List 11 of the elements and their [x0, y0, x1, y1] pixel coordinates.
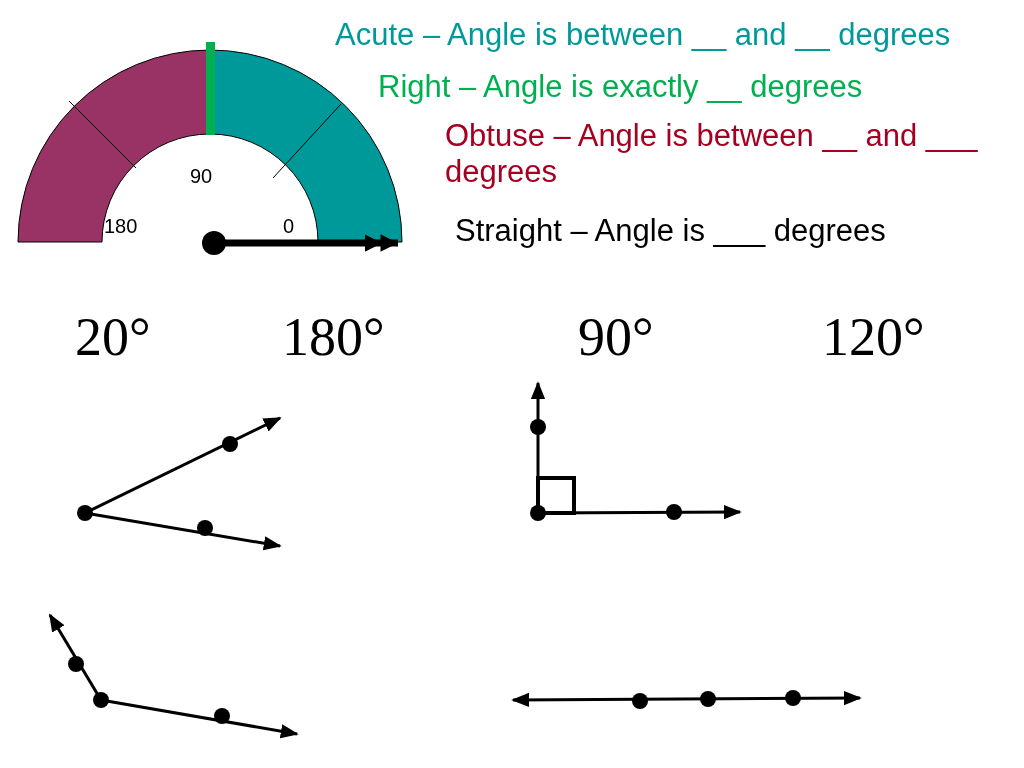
- definition-text: Straight – Angle is ___ degrees: [455, 213, 886, 249]
- definition-text: Acute – Angle is between __ and __ degrees: [335, 17, 951, 53]
- definition-text: Obtuse – Angle is between __ and ___ degrees: [445, 118, 979, 190]
- scale-number: 90: [190, 165, 213, 188]
- angle-measure: 180°: [282, 306, 385, 369]
- angle-measure: 120°: [822, 306, 925, 369]
- scale-number: 180: [104, 215, 138, 238]
- angle-measure: 20°: [75, 306, 151, 369]
- angle-measure: 90°: [578, 306, 654, 369]
- scale-number: 0: [283, 215, 295, 238]
- definition-text: Right – Angle is exactly __ degrees: [378, 69, 863, 105]
